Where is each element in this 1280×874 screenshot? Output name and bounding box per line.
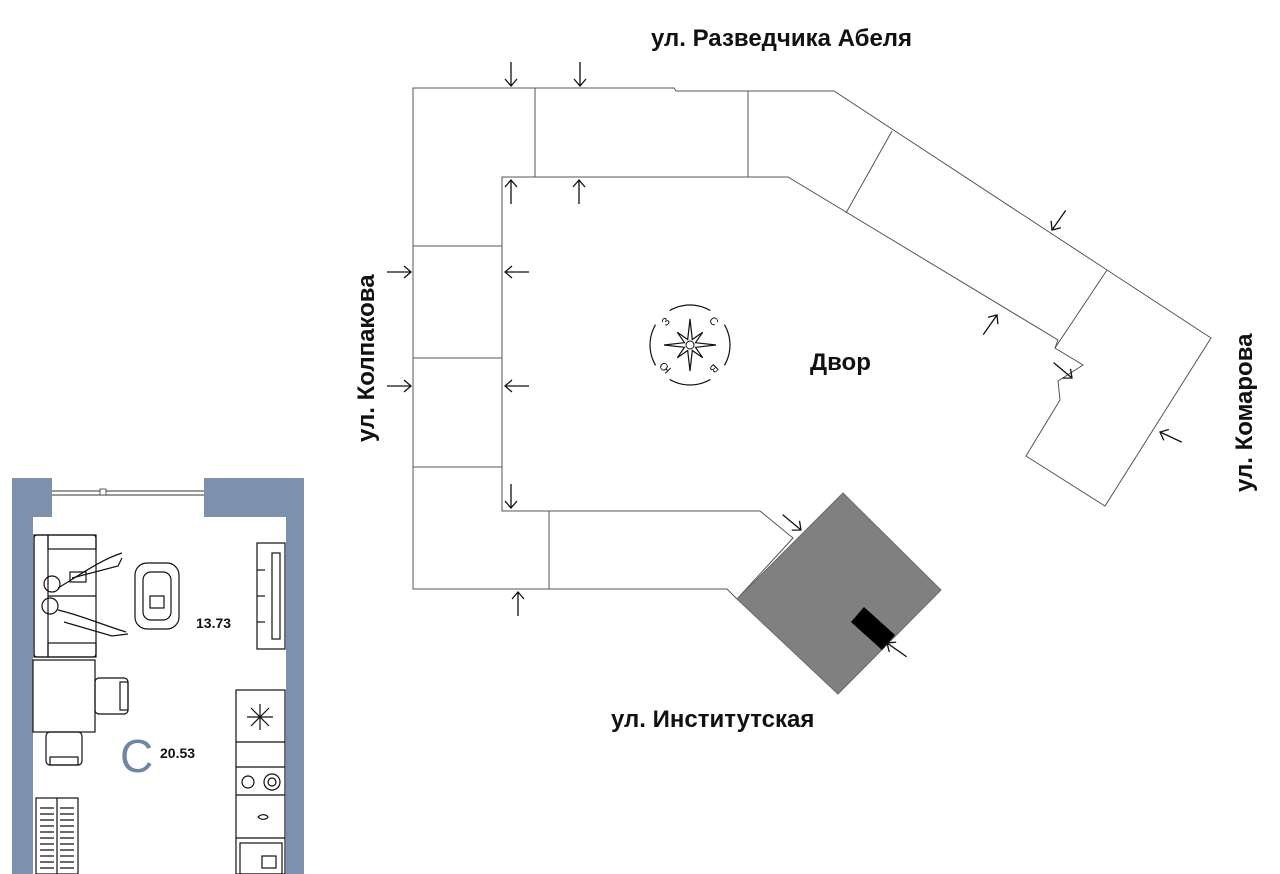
- compass-east: В: [707, 361, 721, 375]
- entrance-marker: [851, 607, 895, 650]
- building-outer-wall: [412, 87, 1212, 600]
- section-divider: [1054, 269, 1108, 349]
- entrance-arrow-icon: [982, 314, 999, 336]
- street-label-west: ул. Колпакова: [353, 274, 380, 442]
- total-area-label: 20.53: [160, 745, 195, 761]
- highlighted-section-block[interactable]: [736, 492, 942, 695]
- tv-cabinet-icon: [256, 542, 286, 650]
- entrance-arrow-icon: [886, 641, 908, 658]
- kitchen-unit: [235, 689, 286, 874]
- radiator-icon: [35, 797, 79, 874]
- sofa-icon: [33, 534, 129, 658]
- street-label-east: ул. Комарова: [1231, 333, 1258, 492]
- entrance-arrow-icon: [1053, 362, 1073, 379]
- yard-label: Двор: [810, 349, 871, 376]
- entrance-arrow-icon: [511, 591, 525, 616]
- entrance-arrow-icon: [1050, 209, 1067, 231]
- entrance-arrow-icon: [504, 265, 529, 279]
- sink-drop-icon: [257, 814, 269, 820]
- compass-ring: [649, 304, 731, 386]
- compass-star-icon: [663, 318, 717, 372]
- entrance-arrow-icon: [387, 379, 412, 393]
- dining-table-icon: [32, 659, 129, 766]
- building-outline: [412, 87, 1212, 600]
- highlighted-section[interactable]: [736, 492, 942, 695]
- entrance-arrow-icon: [573, 62, 587, 87]
- stove-icon: [241, 773, 281, 791]
- entrance-arrow-icon: [504, 379, 529, 393]
- compass: С В Ю З: [649, 304, 731, 386]
- street-label-north: ул. Разведчика Абеля: [651, 25, 912, 52]
- apartment-interior: [33, 517, 286, 874]
- section-divider: [845, 130, 893, 214]
- window: [52, 478, 204, 517]
- armchair-icon: [134, 562, 180, 630]
- entrance-arrow-icon: [504, 179, 518, 204]
- entrance-arrow-icon: [387, 265, 412, 279]
- fridge-snowflake-icon: [247, 704, 273, 730]
- sink-icon: [239, 842, 283, 874]
- apartment-type-letter: C: [120, 730, 153, 782]
- entrance-arrow-icon: [782, 514, 802, 531]
- apartment-plan: 13.73 C 20.53: [12, 478, 304, 874]
- street-label-south: ул. Институтская: [611, 706, 814, 733]
- entrance-arrows: [387, 62, 1183, 658]
- entrance-arrow-icon: [1159, 428, 1183, 443]
- entrance-arrow-icon: [572, 179, 586, 204]
- entrance-arrow-icon: [504, 484, 518, 509]
- entrance-arrow-icon: [504, 62, 518, 87]
- living-area-label: 13.73: [196, 615, 231, 631]
